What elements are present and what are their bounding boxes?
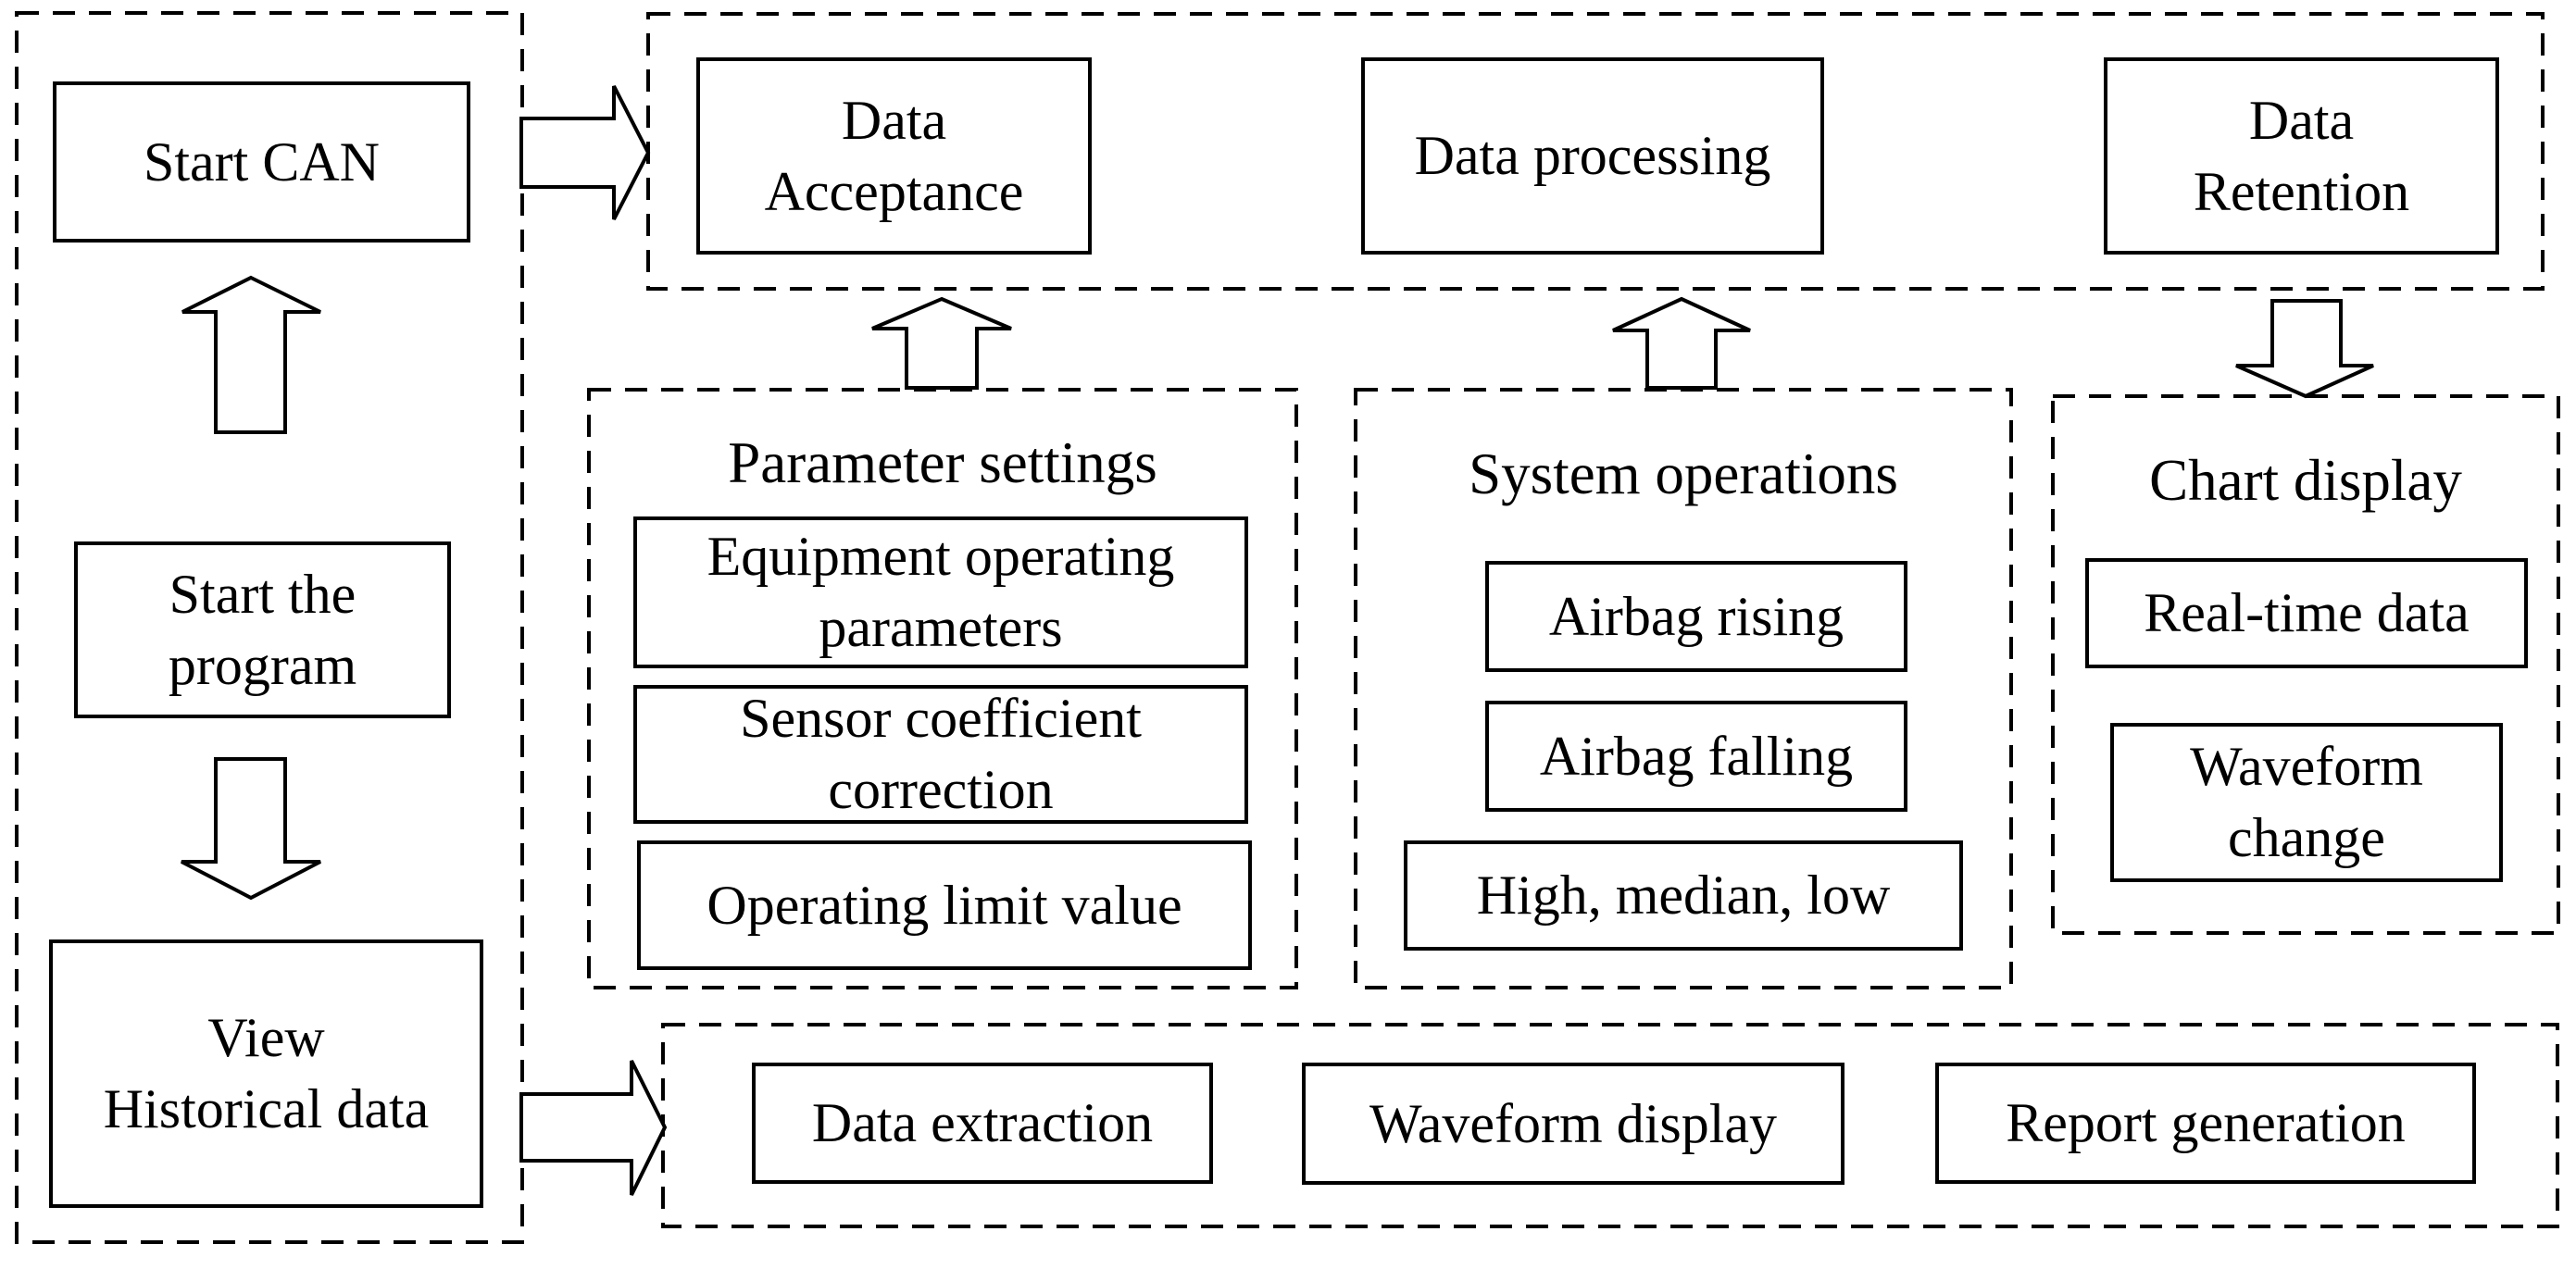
view-historical-data-label: View Historical data: [103, 1007, 430, 1139]
start-program-box: Start the program: [74, 541, 451, 718]
start-can-box: Start CAN: [53, 81, 470, 243]
arrow-up-parameter-settings-to-data-acceptance: [871, 296, 1012, 390]
airbag-rising-box: Airbag rising: [1485, 561, 1907, 672]
high-median-low-label: High, median, low: [1476, 865, 1891, 927]
arrow-down-start-program-to-view-historical: [181, 757, 321, 901]
parameter-settings-title: Parameter settings: [728, 429, 1157, 495]
operating-limit-value-box: Operating limit value: [637, 840, 1252, 970]
arrow-right-start-can-to-data-acceptance: [519, 85, 651, 220]
arrow-down-data-retention-to-chart-display: [2235, 299, 2374, 399]
data-processing-box: Data processing: [1361, 57, 1824, 255]
sensor-coefficient-correction-label: Sensor coefficient correction: [740, 688, 1142, 820]
parameter-settings-group-border: [587, 388, 1298, 989]
arrow-up-start-program-to-start-can: [181, 275, 321, 434]
waveform-display-box: Waveform display: [1302, 1063, 1844, 1185]
startup-group-border: [15, 11, 524, 1244]
operating-limit-value-label: Operating limit value: [707, 874, 1182, 936]
real-time-data-box: Real-time data: [2085, 558, 2528, 668]
report-generation-box: Report generation: [1935, 1063, 2476, 1184]
arrow-right-view-historical-to-history-group: [519, 1060, 668, 1196]
chart-display-title: Chart display: [2149, 447, 2462, 513]
data-retention-label: Data Retention: [2193, 89, 2410, 222]
waveform-change-label: Waveform change: [2190, 736, 2423, 868]
data-extraction-box: Data extraction: [752, 1063, 1213, 1184]
sensor-coefficient-correction-box: Sensor coefficient correction: [633, 685, 1248, 824]
start-can-label: Start CAN: [144, 131, 380, 193]
data-retention-box: Data Retention: [2104, 57, 2499, 255]
data-acceptance-label: Data Acceptance: [764, 89, 1024, 222]
real-time-data-label: Real-time data: [2144, 582, 2470, 644]
equipment-operating-parameters-label: Equipment operating parameters: [707, 526, 1175, 658]
report-generation-label: Report generation: [2006, 1092, 2406, 1154]
equipment-operating-parameters-box: Equipment operating parameters: [633, 516, 1248, 668]
start-program-label: Start the program: [168, 563, 357, 696]
airbag-falling-box: Airbag falling: [1485, 701, 1907, 812]
data-acceptance-box: Data Acceptance: [696, 57, 1092, 255]
system-operations-title: System operations: [1469, 441, 1898, 506]
arrow-up-system-operations-to-data-processing: [1612, 296, 1751, 390]
view-historical-data-box: View Historical data: [49, 939, 483, 1208]
airbag-rising-label: Airbag rising: [1548, 585, 1844, 647]
high-median-low-box: High, median, low: [1404, 840, 1963, 951]
data-processing-label: Data processing: [1414, 125, 1771, 187]
waveform-change-box: Waveform change: [2110, 723, 2503, 882]
waveform-display-label: Waveform display: [1369, 1092, 1778, 1154]
airbag-falling-label: Airbag falling: [1539, 725, 1854, 787]
data-extraction-label: Data extraction: [811, 1092, 1154, 1154]
